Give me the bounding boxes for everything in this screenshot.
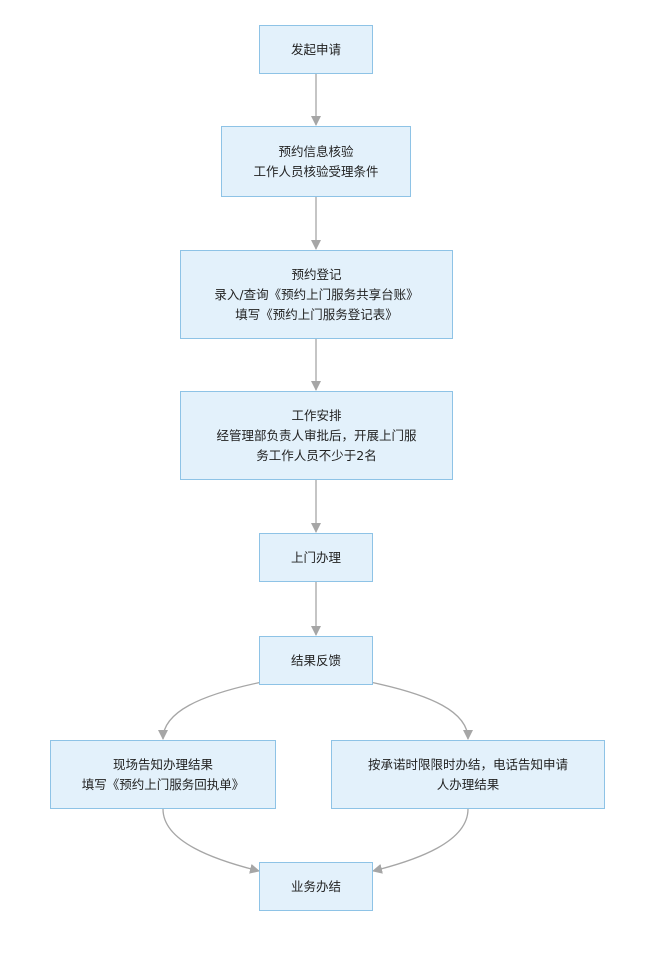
edge-phone-to-end	[372, 808, 469, 874]
edge-feedback-to-onsite	[158, 681, 263, 740]
node-text: 录入/查询《预约上门服务共享台账》	[214, 286, 419, 302]
node-text: 按承诺时限限时办结，电话告知申请	[367, 756, 568, 772]
node-on-site-handling: 上门办理	[259, 533, 373, 582]
edge-onsite-to-end	[162, 808, 260, 874]
node-title: 预约信息核验	[278, 143, 354, 159]
node-result-feedback: 结果反馈	[259, 636, 373, 685]
node-appointment-verification: 预约信息核验 工作人员核验受理条件	[221, 126, 411, 197]
edge-feedback-to-phone	[369, 681, 473, 740]
node-text: 结果反馈	[290, 652, 341, 668]
node-title: 工作安排	[291, 407, 342, 423]
node-start-application: 发起申请	[259, 25, 373, 74]
node-title: 预约登记	[291, 266, 342, 282]
node-text: 业务办结	[290, 878, 341, 894]
node-text: 上门办理	[290, 549, 341, 565]
node-appointment-registration: 预约登记 录入/查询《预约上门服务共享台账》 填写《预约上门服务登记表》	[180, 250, 453, 339]
node-business-complete: 业务办结	[259, 862, 373, 911]
node-on-site-notify: 现场告知办理结果 填写《预约上门服务回执单》	[50, 740, 276, 809]
node-text: 经管理部负责人审批后，开展上门服	[216, 427, 417, 443]
node-text: 填写《预约上门服务登记表》	[235, 306, 398, 322]
node-text: 发起申请	[290, 41, 341, 57]
node-text: 务工作人员不少于2名	[256, 447, 377, 463]
node-text: 人办理结果	[436, 776, 500, 792]
node-title: 现场告知办理结果	[112, 756, 213, 772]
node-text: 工作人员核验受理条件	[253, 163, 379, 179]
node-text: 填写《预约上门服务回执单》	[81, 776, 245, 792]
node-work-arrangement: 工作安排 经管理部负责人审批后，开展上门服 务工作人员不少于2名	[180, 391, 453, 480]
node-phone-notify: 按承诺时限限时办结，电话告知申请 人办理结果	[331, 740, 605, 809]
